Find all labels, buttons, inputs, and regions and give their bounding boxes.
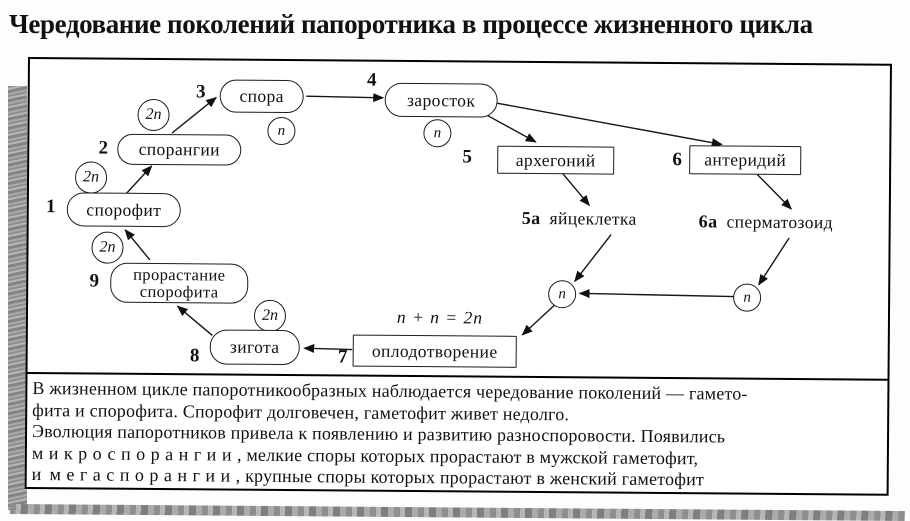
stage-number-6: 6 bbox=[672, 149, 683, 171]
arrow-antheridium-to-sperm bbox=[756, 173, 793, 210]
node-antheridium-label: антеридий bbox=[704, 149, 787, 170]
node-zygote-label: зигота bbox=[229, 336, 280, 357]
stage-number-7: 7 bbox=[337, 346, 348, 368]
arrow-gamete-right-to-gamete-left bbox=[578, 289, 734, 299]
caption-text: , крупные споры которых прорастают в жен… bbox=[235, 466, 705, 490]
gamete-n-right: n bbox=[733, 283, 762, 312]
node-fertilization-label: оплодотворение bbox=[371, 340, 498, 362]
ploidy-n-text: n bbox=[433, 124, 442, 141]
stage-number-6a: 6а bbox=[698, 211, 718, 232]
lifecycle-cycle-diagram: 2n 2n 2n 2n n n n n 1 2 3 4 5 6 7 8 9 сп… bbox=[28, 59, 890, 379]
ploidy-n-badge: n bbox=[423, 119, 452, 148]
ploidy-2n-badge: 2n bbox=[253, 299, 287, 333]
node-zygote: зигота bbox=[209, 329, 300, 366]
ploidy-2n-badge: 2n bbox=[91, 231, 124, 264]
arrow-fertilization-to-zygote bbox=[303, 343, 353, 353]
arrow-germination-to-sporophyte bbox=[124, 228, 151, 261]
node-antheridium: антеридий bbox=[689, 145, 802, 176]
scan-shadow-bottom bbox=[9, 504, 905, 521]
stage-number-8: 8 bbox=[189, 345, 200, 367]
cycle-arrows bbox=[122, 93, 793, 353]
node-germination-label: прорастание спорофита bbox=[133, 264, 226, 302]
node-egg: 5а яйцеклетка bbox=[522, 208, 637, 230]
node-archegonium-label: архегоний bbox=[515, 149, 596, 170]
ploidy-n-text: n bbox=[558, 285, 566, 302]
stage-number-1: 1 bbox=[45, 196, 56, 218]
fertilization-formula: n + n = 2n bbox=[396, 306, 484, 328]
arrow-archegonium-to-egg bbox=[561, 171, 590, 207]
stage-number-5a: 5а bbox=[521, 207, 541, 229]
node-sporangia-label: спорангии bbox=[138, 138, 220, 160]
arrow-sporophyte-to-sporangia bbox=[122, 165, 153, 198]
arrow-prothallium-to-antheridium bbox=[494, 101, 723, 148]
caption-text: , мелкие споры которых прорастают в мужс… bbox=[236, 444, 699, 469]
ploidy-2n-text: 2n bbox=[82, 168, 100, 186]
scan-shadow-left bbox=[8, 86, 27, 510]
arrow-prothallium-to-archegonium bbox=[481, 111, 537, 143]
node-archegonium: архегоний bbox=[497, 145, 615, 175]
stage-number-5: 5 bbox=[462, 146, 473, 168]
node-prothallium-label: заросток bbox=[406, 89, 476, 111]
stage-number-4: 4 bbox=[366, 69, 377, 91]
node-spore-label: спора bbox=[239, 85, 284, 107]
node-spore: спора bbox=[219, 79, 304, 114]
arrow-sporangia-to-spore bbox=[171, 96, 217, 134]
ploidy-2n-text: 2n bbox=[145, 105, 162, 124]
node-sperm: 6а сперматозоид bbox=[699, 211, 833, 233]
caption-emphasis-microsporangia: микроспорангии bbox=[31, 442, 238, 465]
node-germination: прорастание спорофита bbox=[110, 262, 249, 304]
arrow-zygote-to-germination bbox=[176, 305, 213, 336]
arrow-egg-to-gamete-n-left bbox=[574, 234, 612, 283]
page-title: Чередование поколений папоротника в проц… bbox=[9, 9, 813, 39]
gamete-n-left: n bbox=[548, 280, 577, 309]
node-sporophyte-label: спорофит bbox=[86, 198, 162, 220]
node-sporophyte: спорофит bbox=[66, 192, 181, 228]
node-prothallium: заросток bbox=[384, 82, 498, 118]
node-sporangia: спорангии bbox=[117, 133, 242, 166]
ploidy-n-text: n bbox=[743, 289, 751, 306]
arrow-spore-to-prothallium bbox=[306, 93, 385, 103]
node-fertilization: оплодотворение bbox=[352, 334, 517, 368]
stage-number-9: 9 bbox=[89, 270, 100, 292]
ploidy-2n-text: 2n bbox=[99, 238, 116, 256]
node-egg-label: яйцеклетка bbox=[549, 208, 637, 229]
ploidy-n-badge: n bbox=[267, 116, 296, 146]
ploidy-n-text: n bbox=[277, 122, 286, 139]
stage-number-3: 3 bbox=[195, 81, 206, 103]
ploidy-2n-badge: 2n bbox=[74, 161, 108, 194]
figure-caption: В жизненном цикле папоротникообразных на… bbox=[26, 372, 888, 495]
caption-text: и bbox=[31, 464, 42, 485]
ploidy-2n-badge: 2n bbox=[137, 98, 170, 132]
node-sperm-label: сперматозоид bbox=[726, 211, 834, 233]
stage-number-2: 2 bbox=[98, 137, 109, 159]
lifecycle-figure-frame: 2n 2n 2n 2n n n n n 1 2 3 4 5 6 7 8 9 сп… bbox=[24, 57, 892, 496]
arrow-sperm-to-gamete-n-right bbox=[758, 237, 790, 286]
caption-emphasis-megasporangia: мегаспорангии bbox=[49, 464, 236, 487]
ploidy-2n-text: 2n bbox=[261, 306, 279, 324]
arrow-gamete-left-to-fertilization bbox=[521, 303, 557, 336]
